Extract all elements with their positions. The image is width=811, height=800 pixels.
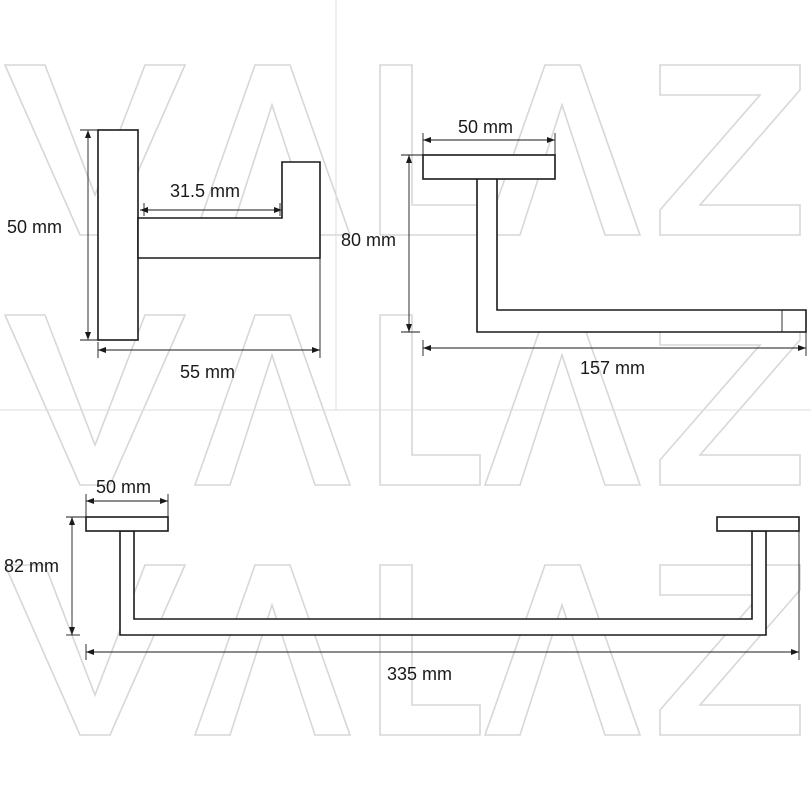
paper-holder-arm xyxy=(476,177,807,333)
towel-bar-plate-arrow-left xyxy=(86,498,94,504)
paper-holder-length-arrow-left xyxy=(423,345,431,351)
towel-bar-height-label: 82 mm xyxy=(4,556,59,576)
towel-bar-length-arrow-left xyxy=(86,649,94,655)
towel-bar-right-plate xyxy=(716,516,800,532)
towel-bar-height-arrow-top xyxy=(69,517,75,525)
watermark-row-3 xyxy=(3,564,801,736)
hook-projection-arrow-right xyxy=(274,207,282,213)
paper-holder-height-label: 80 mm xyxy=(341,230,396,250)
paper-holder-plate-label: 50 mm xyxy=(458,117,513,137)
hook-height-arrow-top xyxy=(85,130,91,138)
towel-bar-height-arrow-bottom xyxy=(69,627,75,635)
paper-holder-length-arrow-right xyxy=(798,345,806,351)
paper-holder-height-arrow-bottom xyxy=(406,324,412,332)
hook-projection-arrow-left xyxy=(140,207,148,213)
towel-bar-view: 50 mm 82 mm 335 mm xyxy=(4,477,800,684)
paper-holder-view: 50 mm 80 mm 157 mm xyxy=(341,117,807,378)
paper-holder-plate-arrow-right xyxy=(547,137,555,143)
hook-depth-label: 55 mm xyxy=(180,362,235,382)
hook-depth-arrow-right xyxy=(312,347,320,353)
hook-depth-arrow-left xyxy=(98,347,106,353)
towel-bar-plate-label: 50 mm xyxy=(96,477,151,497)
towel-bar-length-label: 335 mm xyxy=(387,664,452,684)
towel-bar-length-arrow-right xyxy=(791,649,799,655)
hook-height-label: 50 mm xyxy=(7,217,62,237)
paper-holder-length-label: 157 mm xyxy=(580,358,645,378)
paper-holder-wall-plate xyxy=(422,154,556,180)
paper-holder-height-arrow-top xyxy=(406,155,412,163)
watermark-logo xyxy=(3,64,801,736)
hook-height-arrow-bottom xyxy=(85,332,91,340)
towel-bar-rail xyxy=(119,530,767,636)
towel-bar-left-plate xyxy=(85,516,169,532)
hook-wall-plate xyxy=(97,129,139,341)
paper-holder-plate-arrow-left xyxy=(423,137,431,143)
hook-view: 50 mm 31.5 mm 55 mm xyxy=(7,129,321,382)
towel-bar-plate-arrow-right xyxy=(160,498,168,504)
hook-projection-label: 31.5 mm xyxy=(170,181,240,201)
